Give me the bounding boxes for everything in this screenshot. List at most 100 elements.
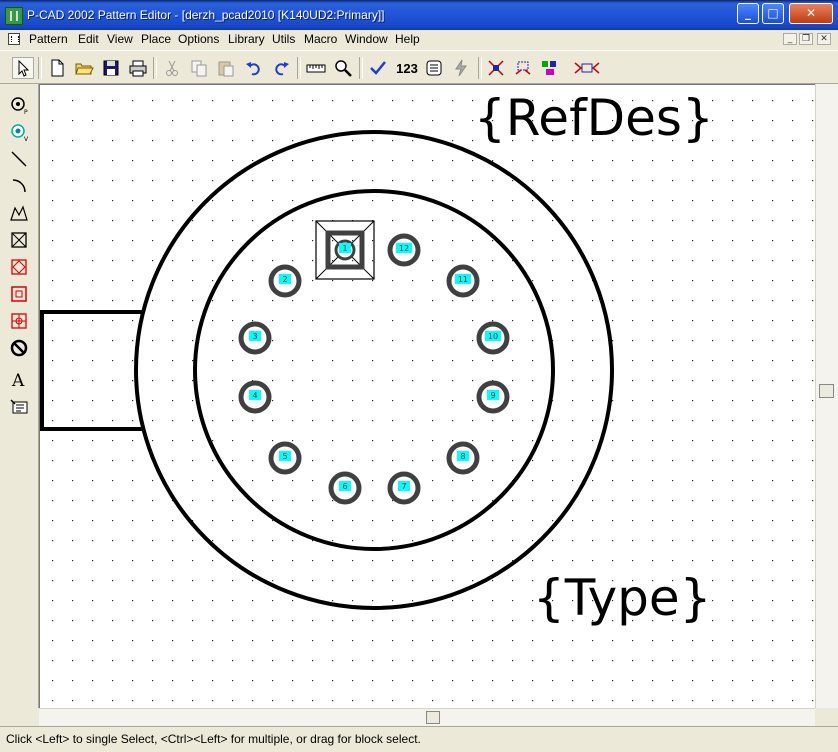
pad-3[interactable]: 3 [238,321,272,355]
horizontal-scrollbar[interactable] [39,708,815,726]
type-attribute[interactable]: {Type} [533,569,711,627]
pad-9[interactable]: 9 [476,380,510,414]
place-keepout-icon[interactable] [8,337,30,359]
pad-5[interactable]: 5 [268,441,302,475]
place-arc-icon[interactable] [8,175,30,197]
undo-icon[interactable] [243,57,265,79]
vertical-scrollbar[interactable] [815,84,838,708]
pad-number: 2 [282,275,287,284]
pad-10[interactable]: 10 [476,321,510,355]
via-style-icon[interactable] [512,57,534,79]
menu-view[interactable]: View [107,32,133,46]
open-folder-icon[interactable] [73,57,95,79]
minimize-button[interactable]: _ [737,3,759,24]
window-title: P-CAD 2002 Pattern Editor - [derzh_pcad2… [27,8,385,22]
place-via-icon[interactable]: V [8,121,30,143]
pad-number: 3 [252,332,257,341]
outer-body-outline [134,130,614,610]
key-tab-outline [40,310,144,431]
svg-text:V: V [24,136,29,142]
place-pad-icon[interactable]: P [8,94,30,116]
pad-label-background [487,390,499,400]
menu-pattern[interactable]: Pattern [29,32,68,46]
pad-label-background [398,481,410,491]
pad-label-background [279,274,291,284]
place-point-icon[interactable] [8,229,30,251]
renumber-icon[interactable]: 123 [396,60,418,76]
save-icon[interactable] [100,57,122,79]
document-icon[interactable] [8,33,20,45]
inner-body-outline [193,189,555,551]
menu-place[interactable]: Place [141,32,172,46]
grid-dots [40,85,815,708]
svg-text:P: P [24,109,28,115]
place-text-icon[interactable]: A [8,368,30,390]
mdi-minimize-button[interactable]: _ [783,33,797,45]
redo-icon[interactable] [270,57,292,79]
menu-utils[interactable]: Utils [272,32,296,46]
app-icon[interactable] [5,7,23,25]
lightning-icon[interactable] [450,57,472,79]
close-button[interactable]: ✕ [789,3,833,24]
copy-icon[interactable] [188,57,210,79]
pad-label-background [249,331,261,341]
placement-palette: P V A [0,84,39,708]
pad-8[interactable]: 8 [446,441,480,475]
place-cutout-icon[interactable] [8,310,30,332]
place-copper-icon[interactable] [8,283,30,305]
place-polygon-icon[interactable] [8,202,30,224]
pad-label-background [279,451,291,461]
status-bar: Click <Left> to single Select, <Ctrl><Le… [0,726,838,752]
pad-number: 7 [401,482,406,491]
horizontal-scroll-thumb[interactable] [426,711,440,724]
place-pattern-icon[interactable] [8,256,30,278]
pad-1-selection-box [315,220,375,280]
cut-icon[interactable] [161,57,183,79]
pad-4[interactable]: 4 [238,380,272,414]
status-message: Click <Left> to single Select, <Ctrl><Le… [6,732,421,746]
pad-11[interactable]: 11 [446,264,480,298]
pad-label-background [457,451,469,461]
pad-style-icon[interactable] [485,57,507,79]
menu-edit[interactable]: Edit [78,32,99,46]
pad-number: 1 [342,244,347,253]
ruler-icon[interactable] [305,57,327,79]
select-arrow-icon[interactable] [12,57,34,79]
title-bar: P-CAD 2002 Pattern Editor - [derzh_pcad2… [0,0,838,30]
mdi-restore-button[interactable]: ❐ [799,33,813,45]
align-icon[interactable] [572,57,602,79]
paste-icon[interactable] [215,57,237,79]
pad-label-background [249,390,261,400]
pattern-wizard-icon[interactable] [423,57,445,79]
pad-number: 11 [458,275,468,284]
pad-label-background [396,243,412,253]
menu-window[interactable]: Window [345,32,388,46]
mdi-close-button[interactable]: ✕ [817,33,831,45]
pad-1[interactable]: 1 [315,220,375,280]
place-attribute-icon[interactable] [8,396,30,418]
pad-7[interactable]: 7 [387,471,421,505]
pad-number: 4 [252,391,257,400]
pad-6[interactable]: 6 [328,471,362,505]
refdes-attribute[interactable]: {RefDes} [474,89,714,147]
layers-icon[interactable] [539,57,561,79]
pad-number: 9 [490,391,495,400]
place-line-icon[interactable] [8,148,30,170]
menu-macro[interactable]: Macro [304,32,338,46]
menu-options[interactable]: Options [178,32,220,46]
print-icon[interactable] [127,57,149,79]
check-icon[interactable] [367,57,389,79]
scroll-corner [815,708,838,726]
pad-number: 10 [488,332,498,341]
zoom-icon[interactable] [332,57,354,79]
maximize-button[interactable]: □ [762,3,784,24]
pad-2[interactable]: 2 [268,264,302,298]
menu-library[interactable]: Library [228,32,265,46]
toolbar: 123 [0,50,838,84]
pad-12[interactable]: 12 [387,233,421,267]
menu-help[interactable]: Help [395,32,420,46]
new-document-icon[interactable] [46,57,68,79]
pad-label-background [485,331,501,341]
vertical-scroll-thumb[interactable] [819,384,834,398]
